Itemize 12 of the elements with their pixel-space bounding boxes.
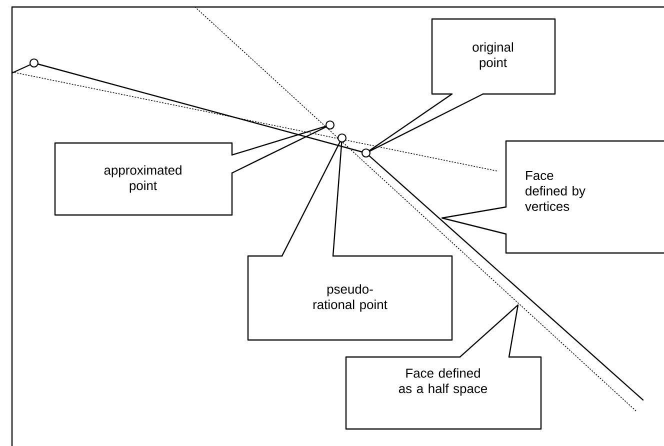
- point-marker: [325, 120, 335, 130]
- callout-pointer: [231, 126, 327, 174]
- callout-pointer: [369, 93, 484, 152]
- point-marker: [29, 58, 39, 68]
- point-marker: [361, 148, 371, 158]
- callout-box: Face defined as a half space: [345, 356, 542, 430]
- callout-box: Face defined by vertices: [505, 140, 664, 254]
- callout-box: approximated point: [54, 142, 233, 216]
- point-marker: [337, 133, 347, 143]
- callout-pointer: [281, 141, 342, 257]
- callout-box: pseudo-rational point: [247, 255, 453, 341]
- callout-box: original point: [431, 18, 556, 95]
